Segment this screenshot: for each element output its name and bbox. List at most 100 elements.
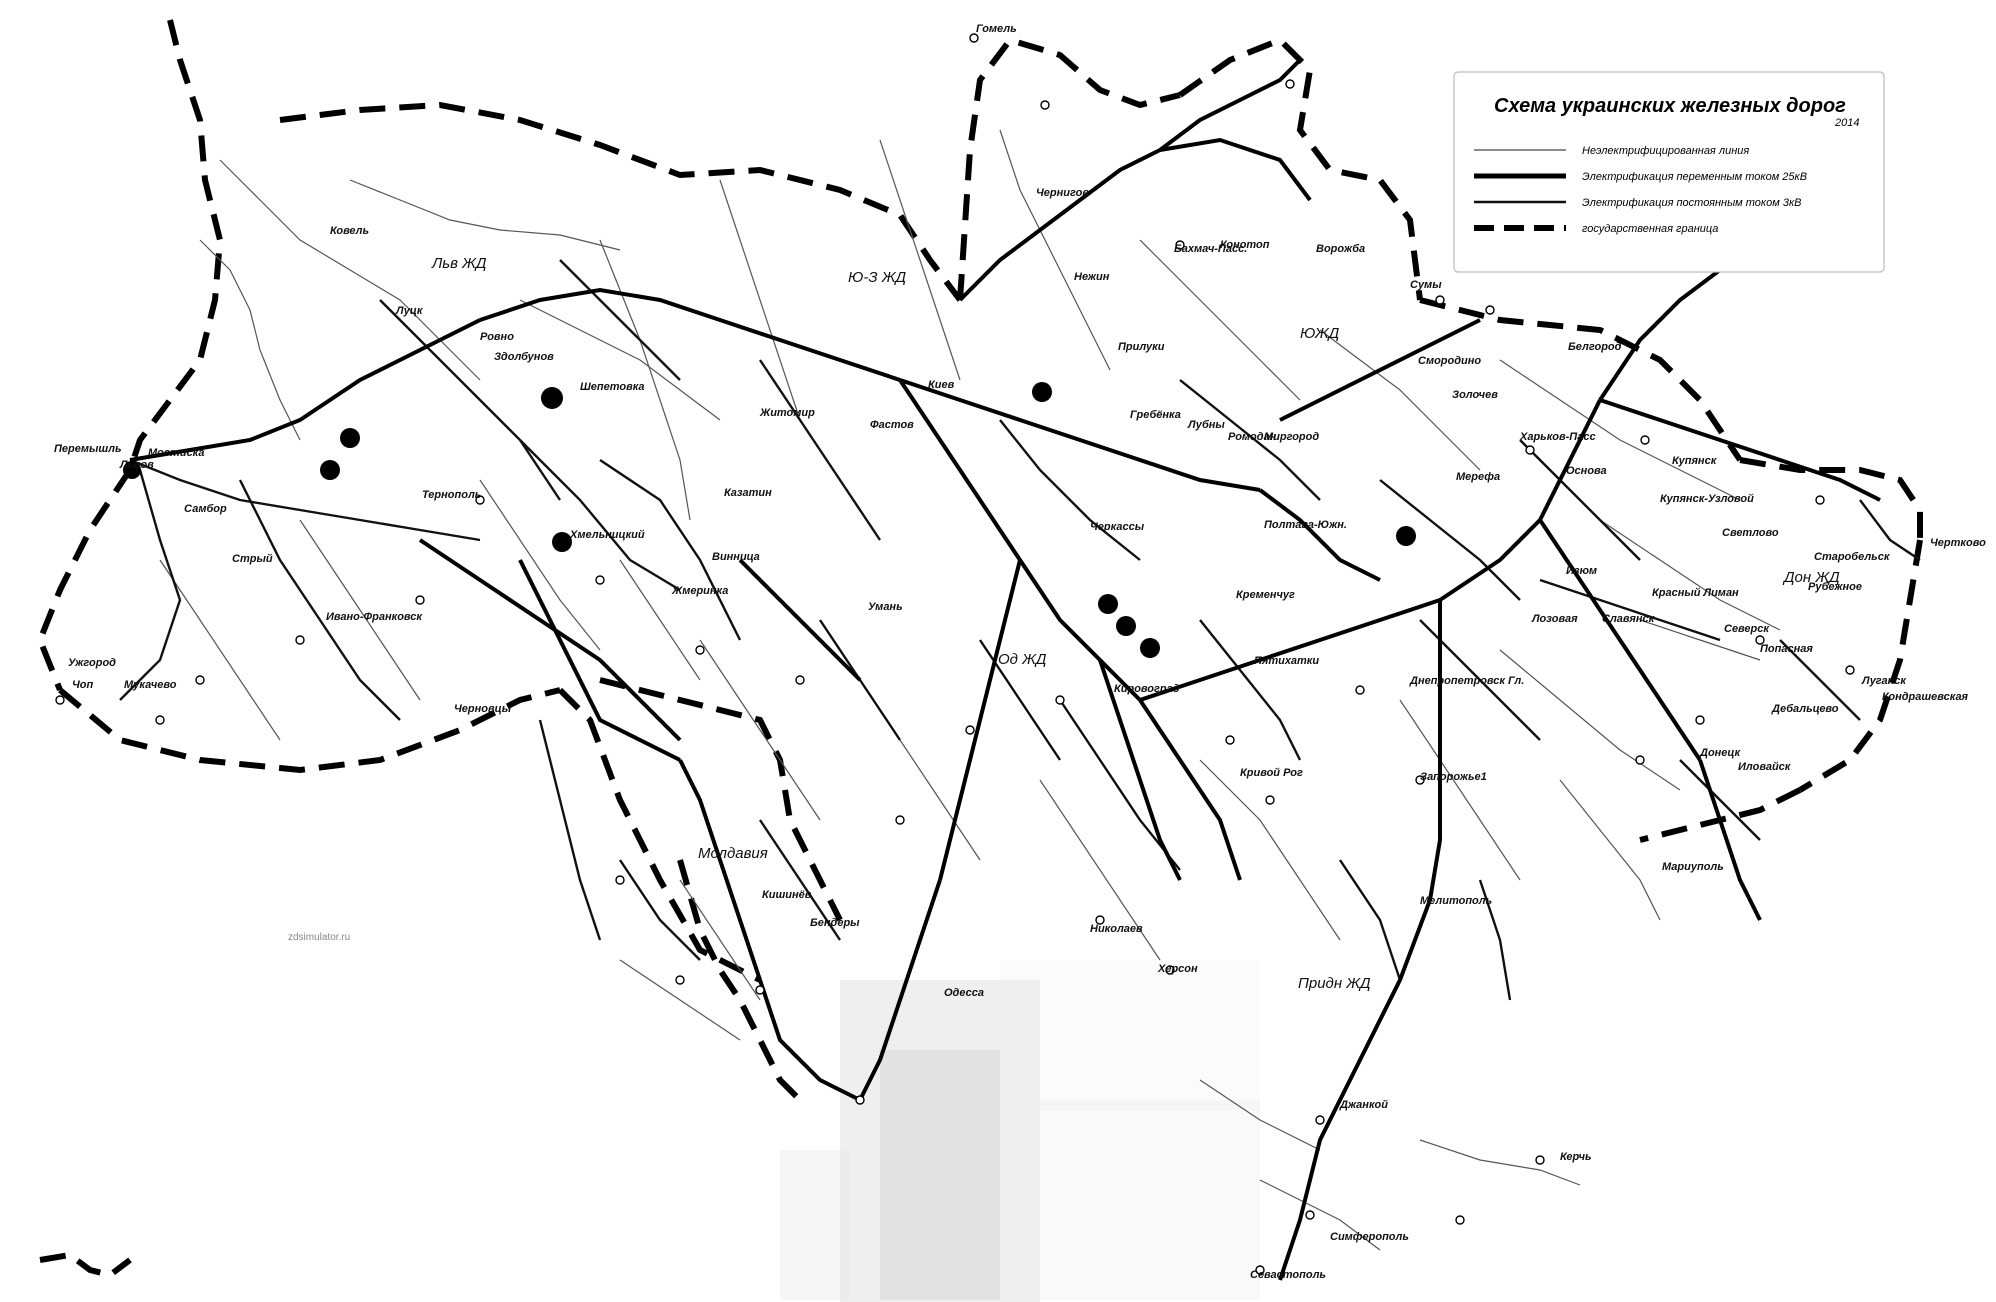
station-dot <box>1116 616 1136 636</box>
city-label: Мукачево <box>124 679 177 691</box>
dc-lines <box>119 259 1921 1001</box>
legend-item-nonelectric: Неэлектрифицированная линия <box>1582 145 1749 157</box>
city-label: Перемышль <box>54 443 122 455</box>
railway-label-sw: Ю-З ЖД <box>848 269 906 286</box>
minor-stations <box>55 33 1855 1275</box>
city-label: Донецк <box>1699 747 1742 759</box>
city-label: Днепропетровск Гл. <box>1409 675 1524 687</box>
city-label: Тернополь <box>422 489 481 501</box>
country-label-moldova: Молдавия <box>698 845 768 862</box>
city-label: Керчь <box>1560 1151 1592 1163</box>
city-label: Светлово <box>1722 527 1779 539</box>
city-label: Купянск <box>1672 455 1718 467</box>
city-label: Ковель <box>330 225 369 237</box>
city-label: Золочев <box>1452 389 1498 401</box>
city-label: Джанкой <box>1339 1099 1388 1111</box>
city-label: Сумы <box>1410 279 1442 291</box>
city-label: Рубежное <box>1808 581 1862 593</box>
city-label: Белгород <box>1568 341 1622 353</box>
city-label: Чоп <box>72 679 94 691</box>
city-label: Чертково <box>1930 537 1986 549</box>
city-label: Жмеринка <box>671 585 728 597</box>
city-label: Хмельницкий <box>569 529 645 541</box>
city-label: Казатин <box>724 487 772 499</box>
city-label: Иловайск <box>1738 761 1792 773</box>
railway-label-lviv: Льв ЖД <box>431 255 487 272</box>
city-label: Киев <box>928 379 955 391</box>
legend-title: Схема украинских железных дорог <box>1494 95 1846 117</box>
city-label: Бендеры <box>810 917 860 929</box>
station-dot <box>1396 526 1416 546</box>
city-label: Симферополь <box>1330 1231 1409 1243</box>
legend-item-dc: Электрификация постоянным током 3кВ <box>1582 197 1801 209</box>
legend-frame <box>1453 71 1885 273</box>
city-label: Мелитополь <box>1420 895 1492 907</box>
city-label: Кировоград <box>1114 683 1180 695</box>
city-label: Луганск <box>1861 675 1907 687</box>
city-label: Кондрашевская <box>1882 691 1969 703</box>
city-label: Ужгород <box>68 657 116 669</box>
station-dot <box>123 461 141 479</box>
city-label: Харьков-Пасс <box>1519 431 1596 443</box>
legend-year: 2014 <box>1834 117 1859 129</box>
city-label: Мостиска <box>148 447 204 459</box>
city-label: Северск <box>1724 623 1770 635</box>
city-label: Мариуполь <box>1662 861 1724 873</box>
city-label: Самбор <box>184 503 227 515</box>
city-label: Попасная <box>1760 643 1813 655</box>
city-label: Львов <box>119 459 154 471</box>
station-dot <box>1032 382 1052 402</box>
railway-label-donetsk: Дон ЖД <box>1782 569 1840 586</box>
station-dot <box>552 532 572 552</box>
city-label: Смородино <box>1418 355 1481 367</box>
city-label: Черкассы <box>1090 521 1145 533</box>
city-label: Нежин <box>1074 271 1110 283</box>
city-label: Прилуки <box>1118 341 1165 353</box>
city-label: Житомир <box>759 407 815 419</box>
city-label: Стрый <box>232 553 273 565</box>
city-label: Гомель <box>976 23 1017 35</box>
station-dot <box>1140 638 1160 658</box>
legend-item-border: государственная граница <box>1582 223 1718 235</box>
station-dot <box>1098 594 1118 614</box>
sea-texture <box>780 960 1260 1302</box>
railway-label-south: ЮЖД <box>1300 325 1340 342</box>
city-labels: Киев Харьков-Пасс Днепропетровск Гл. Оде… <box>54 23 1986 1281</box>
city-label: Красный Лиман <box>1652 587 1739 599</box>
station-dot <box>340 428 360 448</box>
city-label: Старобельск <box>1814 551 1891 563</box>
city-label: Ивано-Франковск <box>326 611 423 623</box>
watermark: zdsimulator.ru <box>288 932 350 943</box>
city-label: Ворожба <box>1316 243 1365 255</box>
city-label: Мерефа <box>1456 471 1500 483</box>
city-label: Херсон <box>1157 963 1198 975</box>
railway-admin-labels: Льв ЖД Ю-З ЖД ЮЖД Од ЖД Дон ЖД Придн ЖД … <box>431 255 1840 992</box>
city-label: Шепетовка <box>580 381 645 393</box>
city-label: Гребёнка <box>1130 409 1181 421</box>
city-label: Кривой Рог <box>1240 767 1303 779</box>
city-label: Кременчуг <box>1236 589 1295 601</box>
city-label: Винница <box>712 551 760 563</box>
legend: Схема украинских железных дорог 2014 Неэ… <box>1453 71 1885 273</box>
station-dot <box>541 387 563 409</box>
city-label: Миргород <box>1264 431 1319 443</box>
city-label: Фастов <box>870 419 914 431</box>
city-label: Полтава-Южн. <box>1264 519 1347 531</box>
ac-lines <box>129 58 1881 1281</box>
city-label: Севастополь <box>1250 1269 1326 1281</box>
city-label: Бахмач-Пасс. <box>1174 243 1247 255</box>
city-label: Основа <box>1566 465 1607 477</box>
city-label: Лубны <box>1187 419 1225 431</box>
non-electric-lines <box>159 129 1781 1251</box>
city-label: Ромодан <box>1228 431 1277 443</box>
city-label: Дебальцево <box>1771 703 1839 715</box>
station-dot <box>320 460 340 480</box>
city-label: Изюм <box>1566 565 1597 577</box>
city-label: Купянск-Узловой <box>1660 493 1754 505</box>
city-label: Чернигов <box>1036 187 1089 199</box>
city-label: Пятихатки <box>1254 655 1319 667</box>
legend-item-ac: Электрификация переменным током 25кВ <box>1582 171 1807 183</box>
city-label: Ровно <box>480 331 514 343</box>
city-label: Луцк <box>395 305 424 317</box>
